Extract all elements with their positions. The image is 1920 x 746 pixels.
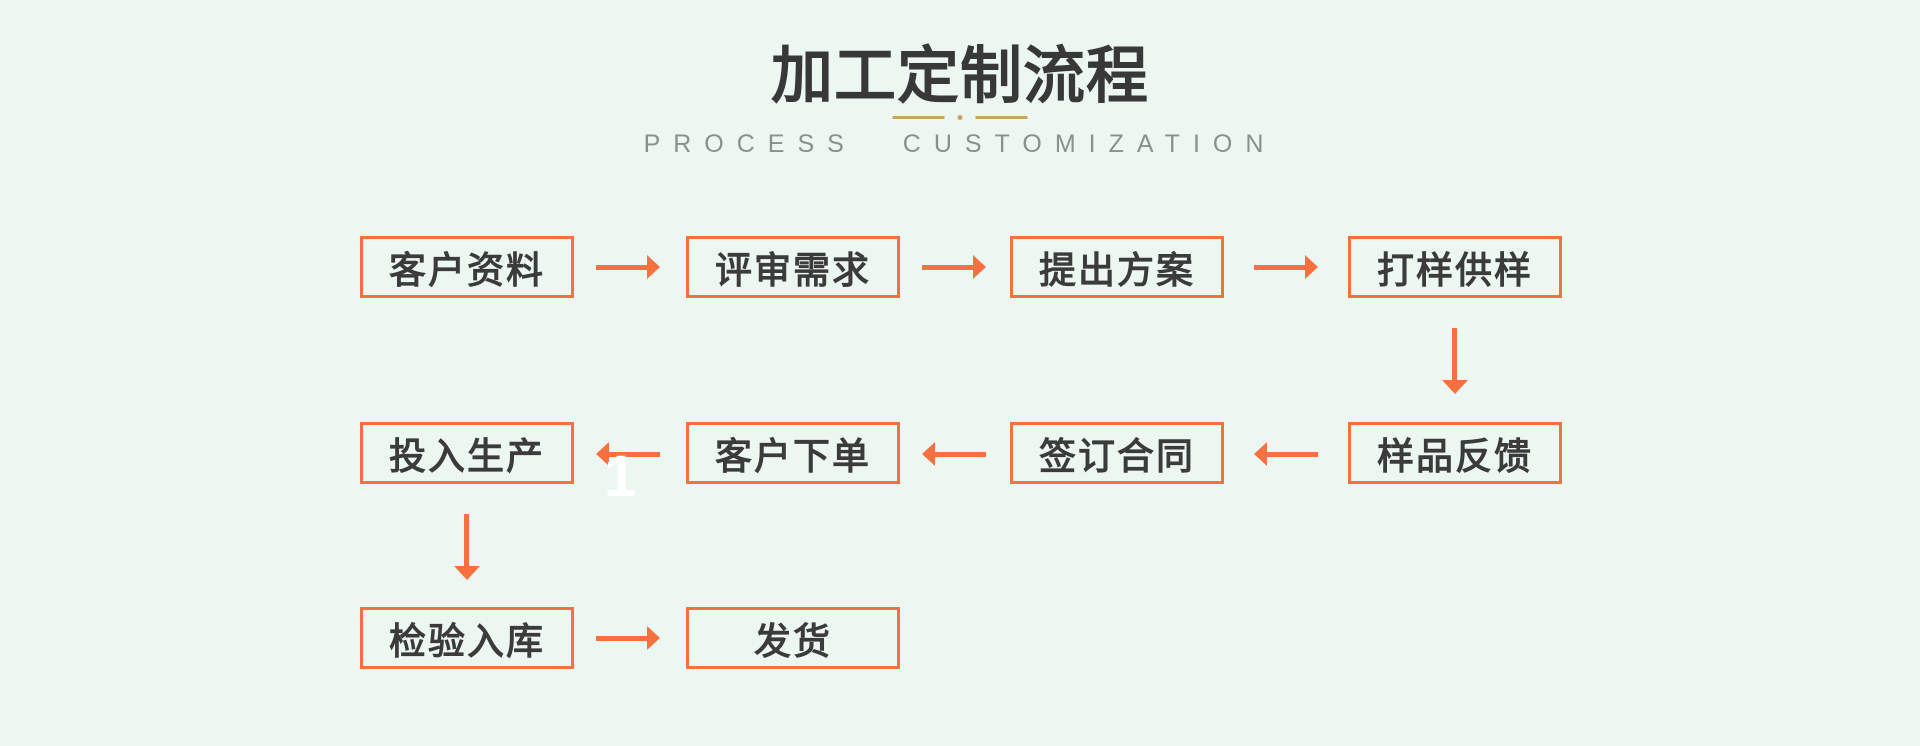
step-label-customer-order: 客户下单	[715, 436, 871, 477]
arrow-shaft	[1452, 328, 1457, 380]
step-label-production: 投入生产	[389, 436, 545, 477]
arrow-head	[973, 255, 986, 279]
page-title: 加工定制流程	[770, 42, 1149, 111]
step-label-review-requirements: 评审需求	[715, 250, 871, 291]
arrow-head	[596, 442, 609, 466]
step-label-sample-feedback: 样品反馈	[1377, 436, 1533, 477]
step-label-inspection-warehousing: 检验入库	[389, 621, 545, 662]
step-box-sign-contract: 签订合同	[1010, 422, 1224, 484]
arrow-shaft	[1267, 452, 1318, 457]
arrow-head	[647, 255, 660, 279]
arrow-shaft	[922, 265, 973, 270]
step-box-sample-feedback: 样品反馈	[1348, 422, 1562, 484]
arrow-shaft	[596, 265, 647, 270]
divider-line-left	[892, 116, 945, 119]
step-box-review-requirements: 评审需求	[686, 236, 900, 298]
page-subtitle: PROCESS CUSTOMIZATION	[643, 130, 1277, 158]
arrow-shaft	[1254, 265, 1305, 270]
flow-arrow-right-icon	[596, 255, 660, 279]
flow-arrow-left-icon	[1254, 442, 1318, 466]
step-box-sampling: 打样供样	[1348, 236, 1562, 298]
title-divider	[892, 115, 1028, 120]
flow-arrow-down-icon	[454, 514, 480, 580]
arrow-shaft	[464, 514, 469, 566]
arrow-shaft	[935, 452, 986, 457]
divider-dot-icon	[957, 115, 963, 120]
flow-arrow-left-icon	[596, 442, 660, 466]
step-label-sampling: 打样供样	[1377, 250, 1533, 291]
arrow-head	[1442, 380, 1468, 394]
flow-arrow-right-icon	[596, 626, 660, 650]
arrow-head	[454, 566, 480, 580]
arrow-head	[922, 442, 935, 466]
arrow-head	[1305, 255, 1318, 279]
watermark-digit: 1	[604, 444, 637, 509]
step-box-propose-plan: 提出方案	[1010, 236, 1224, 298]
arrow-head	[647, 626, 660, 650]
arrow-head	[1254, 442, 1267, 466]
step-box-production: 投入生产	[360, 422, 574, 484]
step-box-customer-order: 客户下单	[686, 422, 900, 484]
step-box-shipment: 发货	[686, 607, 900, 669]
flow-arrow-down-icon	[1442, 328, 1468, 394]
arrow-shaft	[609, 452, 660, 457]
step-box-inspection-warehousing: 检验入库	[360, 607, 574, 669]
arrow-shaft	[596, 636, 647, 641]
flow-arrow-right-icon	[922, 255, 986, 279]
step-label-customer-info: 客户资料	[389, 250, 545, 291]
step-box-customer-info: 客户资料	[360, 236, 574, 298]
flow-arrow-right-icon	[1254, 255, 1318, 279]
step-label-propose-plan: 提出方案	[1039, 250, 1195, 291]
step-label-sign-contract: 签订合同	[1039, 436, 1195, 477]
step-label-shipment: 发货	[754, 621, 832, 662]
flow-arrow-left-icon	[922, 442, 986, 466]
divider-line-right	[975, 116, 1028, 119]
